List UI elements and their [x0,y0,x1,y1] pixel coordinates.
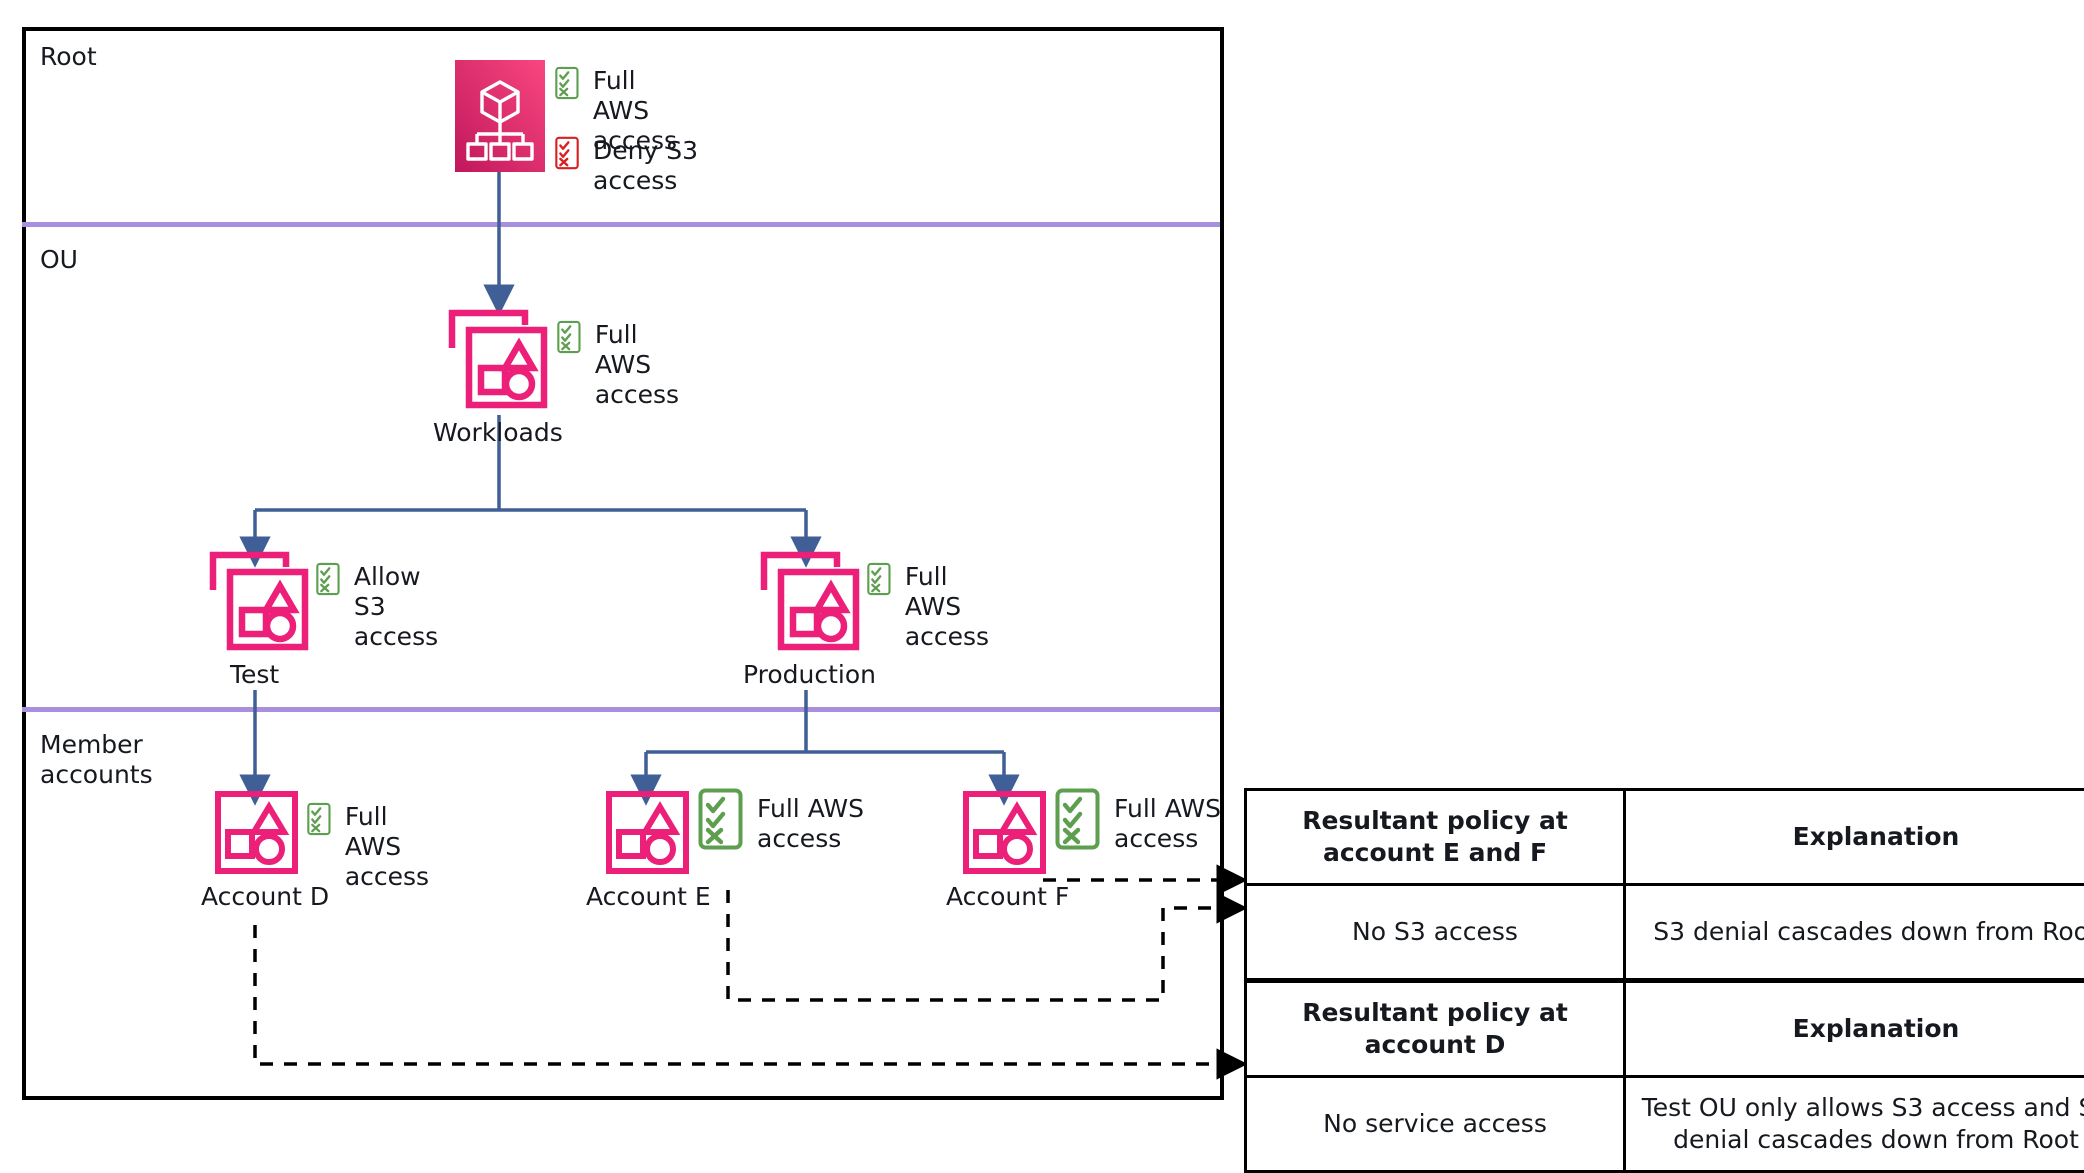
zone-divider-ou-members [22,707,1220,712]
root-policy-deny[interactable]: Deny S3 access [555,122,698,196]
node-account-e[interactable]: Full AWS access Account E [605,790,690,879]
account-f-label: Account F [946,882,1069,912]
production-label: Production [743,660,876,690]
aws-account-icon [605,790,690,875]
resultant-policy-table-d: Resultant policy at account D Explanatio… [1244,980,2084,1173]
zone-label-ou: OU [40,245,78,275]
allow-policy-badge-icon [867,548,891,610]
account-f-policy-allow-label: Full AWS access [1114,788,1239,854]
aws-account-icon [962,790,1047,875]
allow-policy-badge-icon [698,788,743,850]
allow-policy-badge-icon [555,52,579,114]
table-d-cell-explanation: Test OU only allows S3 access and S3 den… [1625,1077,2084,1172]
table-ef-cell-policy: No S3 access [1246,885,1625,980]
zone-label-member-accounts: Member accounts [40,730,153,790]
table-ef-cell-explanation: S3 denial cascades down from Root [1625,885,2084,980]
account-e-label: Account E [586,882,711,912]
allow-policy-badge-icon [557,306,581,368]
node-workloads[interactable]: Full AWS access Workloads [447,308,549,414]
table-d-header-explanation: Explanation [1625,982,2084,1077]
table-row: Resultant policy at account E and F Expl… [1246,790,2084,885]
aws-account-icon [214,790,299,875]
table-d-header-policy: Resultant policy at account D [1246,982,1625,1077]
production-policy-allow-label: Full AWS access [905,548,1010,652]
allow-policy-badge-icon [307,788,331,850]
account-d-policy-allow-label: Full AWS access [345,788,450,892]
workloads-policy-allow[interactable]: Full AWS access [557,306,700,410]
table-ef-header-policy: Resultant policy at account E and F [1246,790,1625,885]
account-d-policy-allow[interactable]: Full AWS access [307,788,450,892]
test-policy-allow[interactable]: Allow S3 access [316,548,459,652]
allow-policy-badge-icon [316,548,340,610]
node-account-d[interactable]: Full AWS access Account D [214,790,299,879]
aws-organizations-icon [455,60,545,172]
table-ef-header-explanation: Explanation [1625,790,2084,885]
organizational-unit-icon [759,550,861,652]
test-label: Test [230,660,279,690]
table-row: No S3 access S3 denial cascades down fro… [1246,885,2084,980]
workloads-label: Workloads [433,418,563,448]
account-e-policy-allow[interactable]: Full AWS access [698,788,882,854]
deny-policy-badge-icon [555,122,579,184]
root-policy-deny-label: Deny S3 access [593,122,698,196]
workloads-policy-allow-label: Full AWS access [595,306,700,410]
zone-divider-root-ou [22,222,1220,227]
account-e-policy-allow-label: Full AWS access [757,788,882,854]
account-d-label: Account D [201,882,329,912]
table-d-cell-policy: No service access [1246,1077,1625,1172]
organizational-unit-icon [447,308,549,410]
node-test[interactable]: Allow S3 access Test [208,550,310,656]
production-policy-allow[interactable]: Full AWS access [867,548,1010,652]
resultant-policy-table-ef: Resultant policy at account E and F Expl… [1244,788,2084,981]
allow-policy-badge-icon [1055,788,1100,850]
organizational-unit-icon [208,550,310,652]
node-production[interactable]: Full AWS access Production [759,550,861,656]
node-root[interactable]: Full AWS access Deny S3 access [455,60,545,176]
account-f-policy-allow[interactable]: Full AWS access [1055,788,1239,854]
table-row: No service access Test OU only allows S3… [1246,1077,2084,1172]
table-row: Resultant policy at account D Explanatio… [1246,982,2084,1077]
node-account-f[interactable]: Full AWS access Account F [962,790,1047,879]
zone-label-root: Root [40,42,97,72]
test-policy-allow-label: Allow S3 access [354,548,459,652]
